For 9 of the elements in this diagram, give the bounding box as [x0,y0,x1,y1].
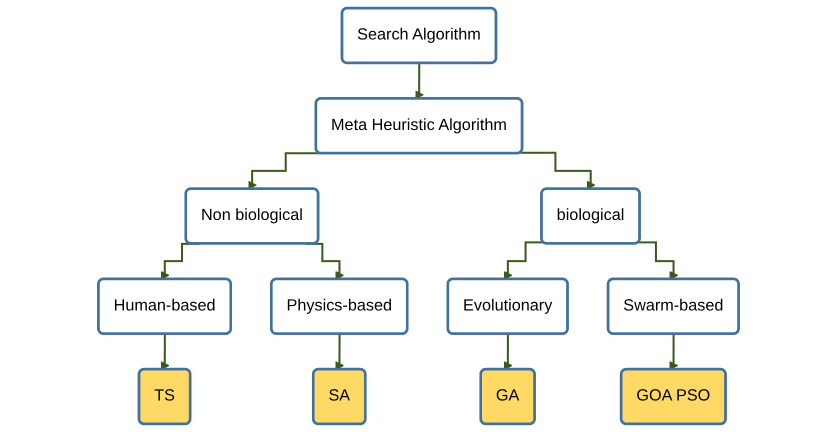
arrow [669,333,678,370]
arrow [248,152,320,190]
arrow [414,62,424,100]
arrow [520,152,596,190]
arrow [504,333,513,370]
arrow [638,241,678,280]
arrow [504,241,544,280]
arrow [335,333,344,370]
arrow [160,333,170,370]
